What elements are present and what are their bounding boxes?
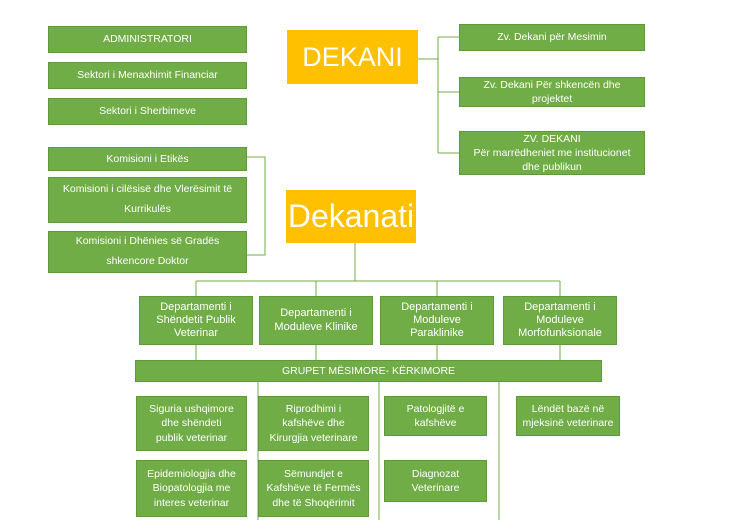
dept-morphofunctional-box: Departamenti i Moduleve Morfofunksionale xyxy=(503,296,617,345)
services-sector-box: Sektori i Sherbimeve xyxy=(48,98,247,125)
deputy-teaching-box: Zv. Dekani për Mesimin xyxy=(459,24,645,51)
group-farm-diseases-box: Sëmundjet e Kafshëve të Fermës dhe të Sh… xyxy=(258,460,369,517)
commission-bracket xyxy=(247,156,266,256)
dept-public-health-box: Departamenti i Shëndetit Publik Veterina… xyxy=(139,296,253,345)
deputy-science-box: Zv. Dekani Për shkencën dhe projektet xyxy=(459,77,645,107)
groups-bar: GRUPET MËSIMORE- KËRKIMORE xyxy=(135,360,602,382)
group-diagnostics-box: Diagnozat Veterinare xyxy=(384,460,487,502)
dept-clinical-box: Departamenti i Moduleve Klinike xyxy=(259,296,373,345)
administrator-box: ADMINISTRATORI xyxy=(48,26,247,53)
dekani-box: DEKANI xyxy=(287,30,418,84)
group-pathology-box: Patologjitë e kafshëve xyxy=(384,396,487,436)
dept-paraclinical-box: Departamenti i Moduleve Paraklinike xyxy=(380,296,494,345)
group-epidemiology-box: Epidemiologjia dhe Biopatologjia me inte… xyxy=(136,460,247,517)
doctor-degree-commission-box: Komisioni i Dhënies së Gradës shkencore … xyxy=(48,231,247,273)
group-food-safety-box: Siguria ushqimore dhe shëndeti publik ve… xyxy=(136,396,247,451)
deputy-relations-box: ZV. DEKANI Për marrëdheniet me instituci… xyxy=(459,131,645,175)
dekanati-box: Dekanati xyxy=(286,190,416,243)
quality-commission-box: Komisioni i cilësisë dhe Vlerësimit të K… xyxy=(48,177,247,223)
financial-sector-box: Sektori i Menaxhimit Financiar xyxy=(48,62,247,89)
group-basic-subjects-box: Lëndët bazë në mjeksinë veterinare xyxy=(516,396,620,436)
group-reproduction-box: Riprodhimi i kafshëve dhe Kirurgjia vete… xyxy=(258,396,369,451)
ethics-commission-box: Komisioni i Etikës xyxy=(48,147,247,171)
